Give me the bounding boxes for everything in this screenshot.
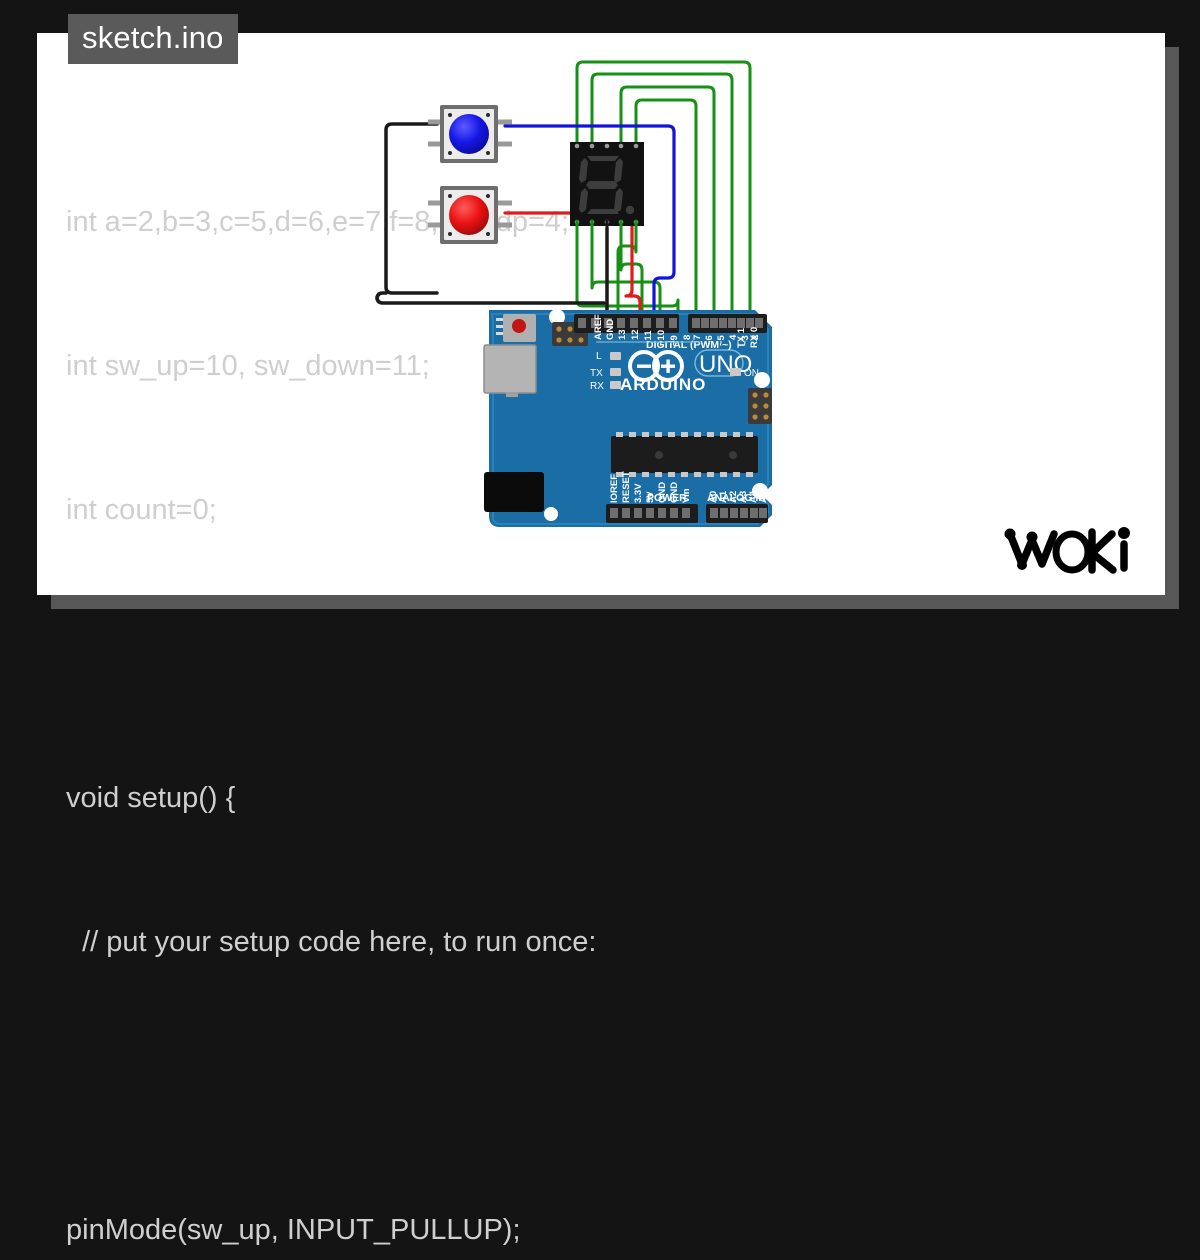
svg-text:A1: A1: [718, 490, 729, 503]
svg-text:4: 4: [728, 334, 739, 340]
wire-green-bot-4: [616, 226, 638, 318]
board-brand-label: ARDUINO: [620, 375, 706, 394]
blue-pushbutton[interactable]: [428, 105, 512, 163]
wire-green-top-2: [590, 72, 734, 318]
power-pin-labels: IOREF RESET 3.3V 5V GND GND Vin: [609, 471, 692, 503]
svg-text:5V: 5V: [645, 491, 656, 503]
svg-text:GND: GND: [669, 482, 680, 503]
svg-text:RESET: RESET: [621, 471, 632, 503]
red-button-screws: [448, 194, 490, 236]
digital-pin-labels-left: AREF GND 13 12 ~11 ~10 ~9 8: [593, 314, 693, 346]
analog-section-label: ANALOG IN: [707, 492, 766, 504]
power-section-label: POWER: [647, 492, 687, 504]
svg-text:~9: ~9: [669, 335, 680, 346]
icsp1-pins: [752, 392, 769, 420]
digital-header-right-pins: [692, 318, 763, 328]
svg-text:A3: A3: [738, 491, 749, 503]
wire-green-bot-2: [590, 226, 662, 318]
analog-header-pins: [710, 508, 767, 518]
code-line: int count=0;: [66, 494, 217, 526]
svg-text:~5: ~5: [716, 334, 727, 346]
led-label-tx: TX: [590, 368, 603, 379]
code-line: [66, 630, 766, 678]
display-decimal-point: [625, 205, 635, 215]
wire-black-button-chain: [384, 122, 439, 295]
atmega-chip: [611, 436, 758, 473]
blue-button-cap[interactable]: [449, 114, 489, 154]
svg-text:13: 13: [617, 329, 628, 340]
svg-text:GND: GND: [605, 319, 616, 340]
digital-header-left[interactable]: [574, 314, 679, 333]
board-leds: [610, 352, 741, 389]
led-label-on: ON: [744, 368, 759, 379]
svg-text:TX 1: TX 1: [736, 327, 747, 348]
svg-text:A4: A4: [748, 490, 759, 503]
digital-pin-labels-serial: TX 1 RX 0: [736, 327, 760, 348]
power-header-pins: [610, 508, 690, 518]
wire-group: [375, 60, 752, 318]
digital-header-left-pins: [578, 318, 677, 328]
code-line: void setup() {: [66, 782, 236, 814]
wire-black-gnd-rail: [375, 291, 606, 305]
wire-green-top-1: [575, 60, 752, 318]
file-tab[interactable]: sketch.ino: [68, 14, 238, 64]
svg-text:A0: A0: [708, 491, 719, 503]
atmega-dot: [729, 451, 737, 459]
led-label-rx: RX: [590, 381, 604, 392]
svg-text:~11: ~11: [643, 330, 654, 346]
code-line: pinMode(sw_up, INPUT_PULLUP);: [66, 1214, 521, 1246]
svg-text:~6: ~6: [704, 335, 715, 346]
uno-badge-outline: [694, 349, 744, 377]
display-segments: [579, 156, 635, 215]
circuit-diagram[interactable]: ARDUINO UNO L TX RX ON DIGITAL (PWM ~) A…: [0, 0, 1200, 630]
svg-text:GND: GND: [657, 482, 668, 503]
usb-tab: [506, 392, 518, 397]
svg-text:RX 0: RX 0: [749, 327, 760, 348]
arduino-infinity-logo: [628, 350, 684, 382]
wokwi-logo-dots: [1004, 527, 1130, 570]
code-line: [66, 1062, 766, 1110]
atmega-chip-pins: [616, 432, 753, 477]
power-jack: [484, 472, 544, 512]
svg-text:8: 8: [682, 335, 693, 340]
svg-text:7: 7: [692, 335, 703, 340]
seven-segment-display[interactable]: [570, 138, 644, 232]
reset-button-legs: [496, 318, 503, 335]
svg-text:~3: ~3: [740, 335, 751, 346]
svg-text:IOREF: IOREF: [609, 474, 620, 503]
led-label-l: L: [596, 351, 602, 362]
svg-text:12: 12: [630, 329, 641, 340]
red-button-cap[interactable]: [449, 195, 489, 235]
code-line: int sw_up=10, sw_down=11;: [66, 350, 430, 382]
svg-text:AREF: AREF: [593, 314, 604, 340]
usb-connector: [483, 344, 537, 394]
wire-green-top-4: [634, 98, 698, 318]
reset-button-cap[interactable]: [512, 319, 526, 333]
analog-pin-labels: A0 A1 A2 A3 A4 A5: [708, 490, 769, 503]
display-bottom-pins: [575, 220, 638, 232]
wire-black-helper2: [380, 293, 437, 309]
digital-pin-labels-right: 7 ~6 ~5 4 ~3 2: [692, 334, 761, 346]
svg-text:A5: A5: [758, 490, 769, 503]
wire-green-top-3: [619, 85, 716, 318]
wokwi-logo: [1004, 527, 1130, 574]
wire-blue-sw-up: [503, 124, 676, 318]
svg-text:A2: A2: [728, 491, 739, 503]
svg-text:~10: ~10: [656, 330, 667, 346]
code-line: // put your setup code here, to run once…: [66, 926, 597, 958]
svg-text:3.3V: 3.3V: [633, 483, 644, 503]
blue-button-screws: [448, 113, 490, 155]
svg-text:2: 2: [750, 335, 761, 340]
atmega-notch: [655, 451, 663, 459]
board-model-label: UNO: [699, 351, 752, 378]
arduino-uno-board[interactable]: ARDUINO UNO L TX RX ON DIGITAL (PWM ~) A…: [483, 309, 772, 527]
red-pushbutton[interactable]: [428, 186, 512, 244]
board-mounting-holes: [544, 309, 770, 521]
svg-text:Vin: Vin: [681, 488, 692, 503]
